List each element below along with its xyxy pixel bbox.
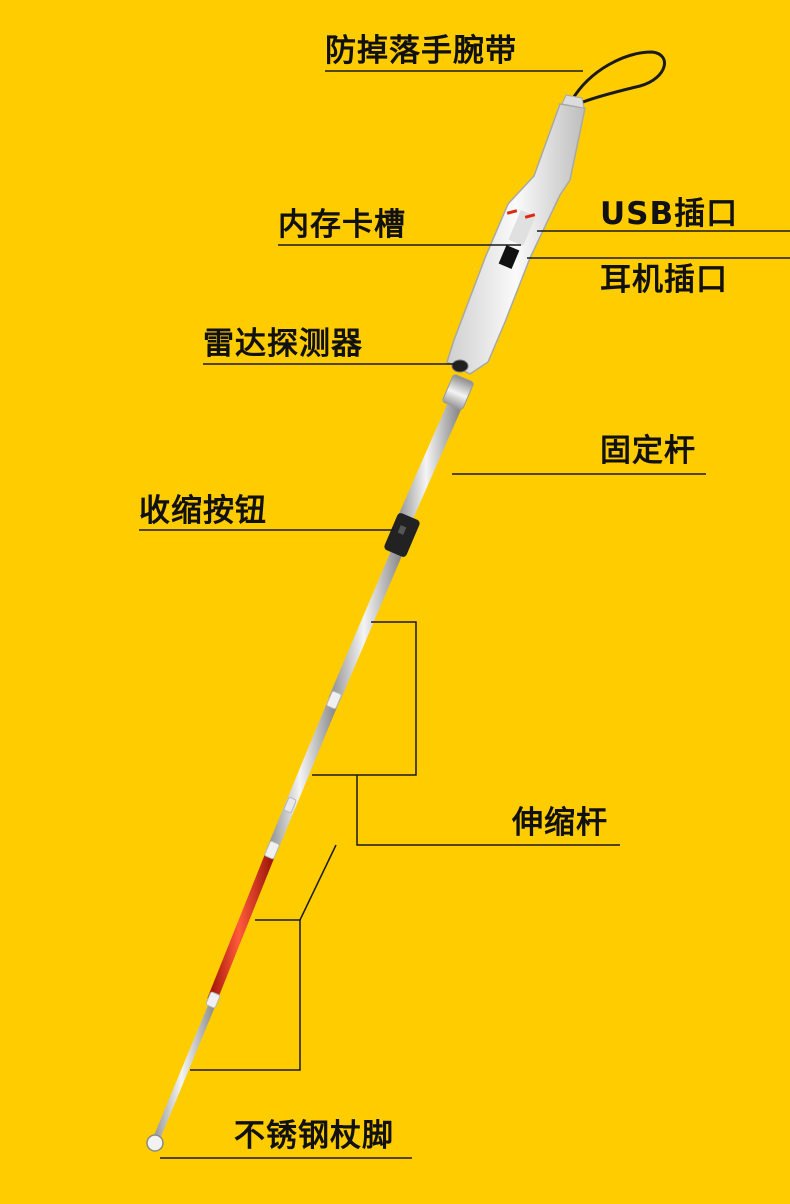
bracket-middle [356, 775, 620, 846]
label-fixed-rod: 固定杆 [600, 433, 696, 469]
label-wrist-strap: 防掉落手腕带 [325, 33, 517, 69]
stainless-tip-ball [146, 1134, 164, 1152]
rod-tip-section [151, 996, 218, 1146]
red-indicator [506, 209, 518, 215]
handle-ferrule [442, 374, 474, 410]
label-headphone-port: 耳机插口 [600, 262, 728, 298]
rod-lower-section [266, 697, 340, 853]
label-telescopic-rod: 伸缩杆 [512, 805, 608, 841]
label-stainless-tip: 不锈钢杖脚 [234, 1118, 394, 1154]
label-radar-detector: 雷达探测器 [203, 326, 363, 362]
memory-card-slot-marks [508, 210, 536, 246]
rod-middle-section [328, 542, 406, 703]
radar-lens [451, 359, 469, 373]
leader-lines [139, 70, 790, 1159]
red-indicator [524, 213, 536, 219]
label-retract-button: 收缩按钮 [139, 493, 267, 529]
bracket-connector [299, 844, 337, 921]
label-usb-port: USB插口 [600, 196, 739, 232]
joint-collar [326, 690, 342, 710]
bracket-lower [190, 919, 301, 1071]
handle-display-screen [498, 245, 520, 269]
joint-collar [283, 797, 297, 813]
retract-button-collar [384, 513, 420, 557]
label-memory-card-slot: 内存卡槽 [278, 207, 406, 243]
wrist-strap-loop [570, 50, 666, 106]
joint-collar [205, 991, 221, 1009]
retract-button-mark [397, 525, 407, 535]
bracket-upper [312, 621, 417, 776]
handle-end-cap [561, 94, 585, 109]
joint-collar [264, 840, 280, 860]
rod-red-section [207, 848, 277, 1002]
fixed-rod-section [393, 394, 465, 534]
